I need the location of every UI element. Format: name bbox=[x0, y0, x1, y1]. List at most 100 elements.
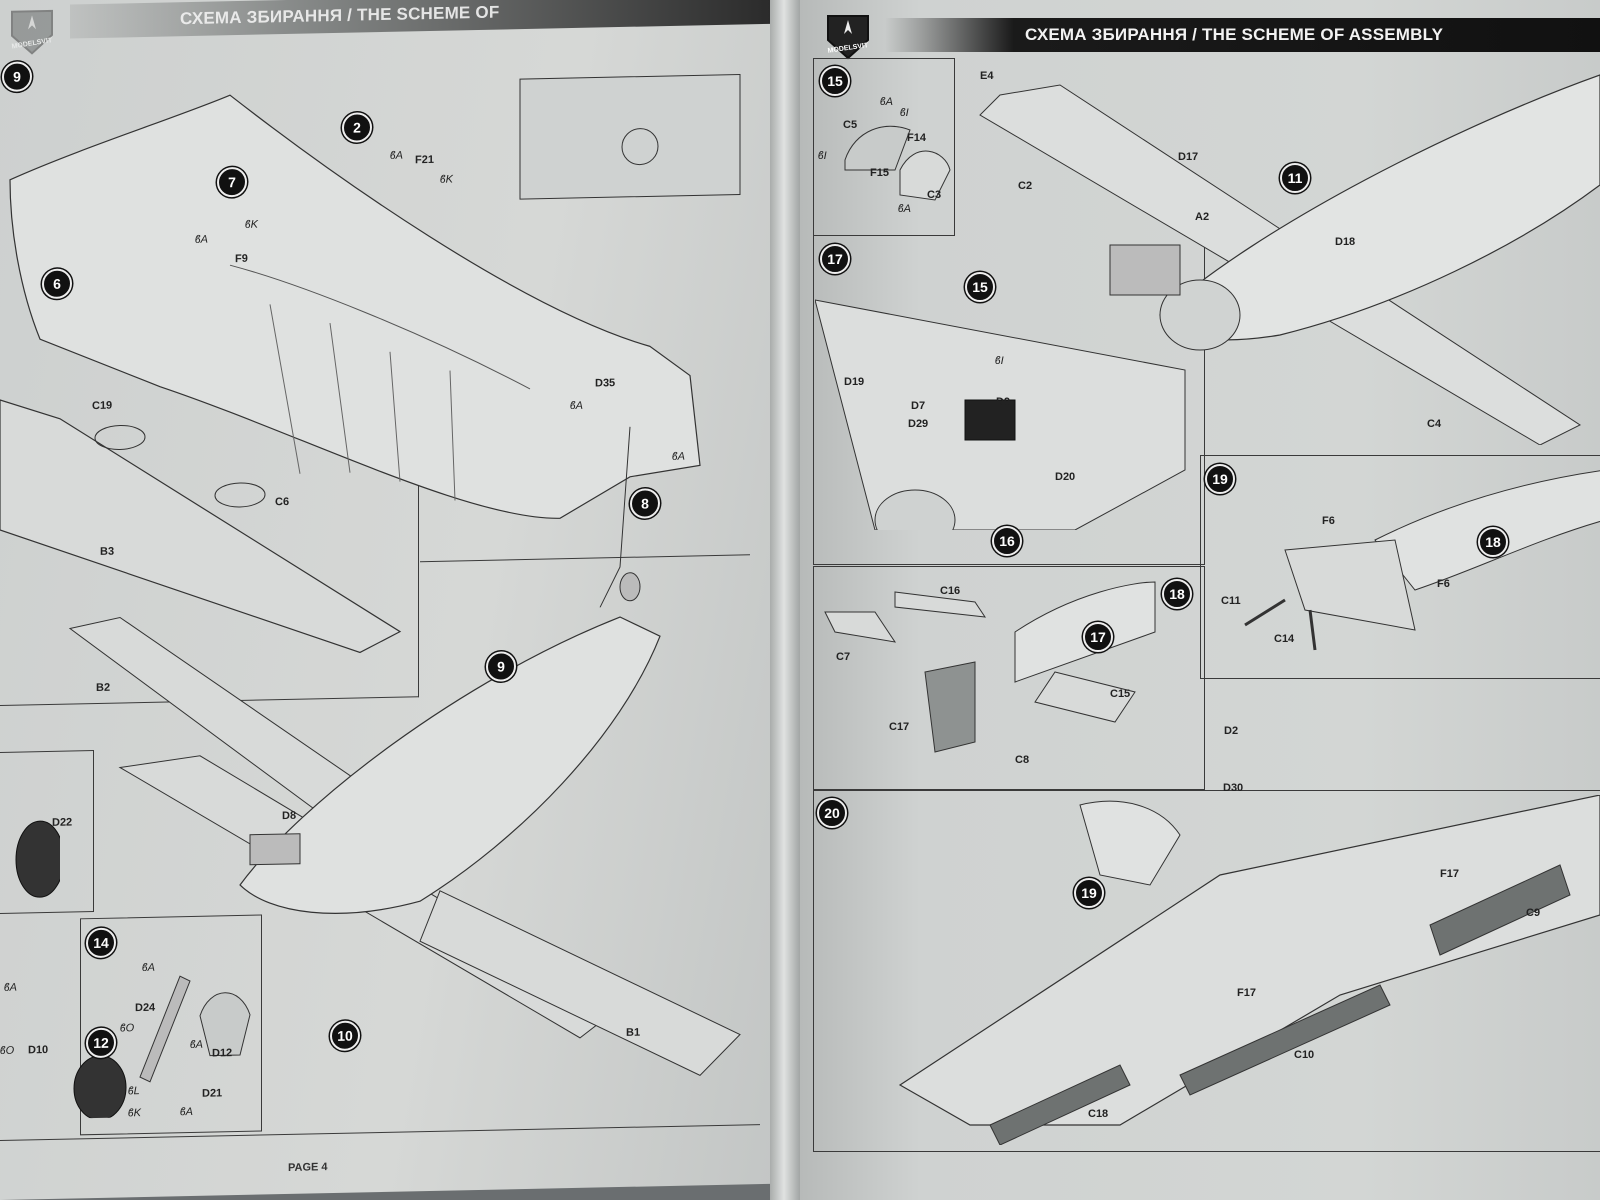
part-label: D17 bbox=[1178, 151, 1199, 163]
cowling-parts-drawing bbox=[844, 125, 951, 201]
part-label: C2 bbox=[1018, 180, 1033, 192]
paint-mark: ϐA bbox=[880, 96, 893, 108]
part-label: B1 bbox=[626, 1026, 641, 1039]
step-marker: 19 bbox=[1205, 464, 1235, 494]
part-label: F6 bbox=[1437, 578, 1450, 590]
paint-mark: ϐA bbox=[180, 1105, 193, 1119]
header-band: СХЕМА ЗБИРАННЯ / THE SCHEME OF bbox=[70, 0, 770, 39]
part-label: C6 bbox=[275, 495, 290, 509]
paint-mark: ϐK bbox=[440, 173, 453, 186]
part-label: F14 bbox=[907, 132, 926, 144]
wing-underside-drawing bbox=[815, 299, 1186, 530]
part-label: C16 bbox=[940, 585, 961, 597]
paint-mark: ϐI bbox=[818, 150, 827, 162]
part-label: B2 bbox=[96, 681, 111, 694]
part-label: E4 bbox=[980, 70, 994, 82]
paint-mark: ϐA bbox=[195, 233, 208, 246]
part-label: A2 bbox=[1195, 211, 1210, 223]
step-marker: 20 bbox=[817, 798, 847, 828]
panel-step-17 bbox=[813, 236, 1205, 565]
paint-mark: ϐA bbox=[672, 450, 685, 463]
panel-step-19 bbox=[1200, 455, 1600, 679]
part-label: D7 bbox=[911, 400, 926, 412]
panel-step-20 bbox=[813, 790, 1600, 1152]
paint-mark: ϐA bbox=[390, 149, 403, 162]
step-marker: 17 bbox=[820, 244, 850, 274]
part-label: D30 bbox=[1223, 782, 1244, 794]
part-label: D21 bbox=[202, 1087, 223, 1100]
part-label: D19 bbox=[844, 376, 865, 388]
left-page: MODELSVIT СХЕМА ЗБИРАННЯ / THE SCHEME OF bbox=[0, 0, 775, 1200]
part-label: C8 bbox=[1015, 754, 1030, 766]
part-label: F21 bbox=[415, 153, 434, 167]
fuselage-wing-drawing bbox=[979, 74, 1600, 445]
part-label: D35 bbox=[595, 377, 616, 390]
step-marker: 11 bbox=[1280, 163, 1310, 193]
step-marker: 15 bbox=[965, 272, 995, 302]
page-number: PAGE 4 bbox=[288, 1161, 328, 1174]
panel-step-18 bbox=[813, 566, 1205, 790]
part-label: C15 bbox=[1110, 688, 1131, 700]
part-label: D9 bbox=[996, 396, 1011, 408]
paint-mark: ϐA bbox=[4, 981, 17, 994]
wing-drawing bbox=[0, 399, 402, 654]
part-label: F17 bbox=[1440, 868, 1459, 880]
part-label: F15 bbox=[870, 167, 889, 179]
part-label: B3 bbox=[100, 545, 115, 558]
step-marker: 16 bbox=[992, 526, 1022, 556]
page-title: СХЕМА ЗБИРАННЯ / THE SCHEME OF ASSEMBLY bbox=[1025, 25, 1444, 44]
paint-mark: ϐK bbox=[128, 1107, 141, 1120]
part-label: C19 bbox=[92, 399, 113, 413]
step-marker: 18 bbox=[1162, 579, 1192, 609]
part-label: D24 bbox=[135, 1001, 156, 1015]
paint-mark: ϐI bbox=[995, 355, 1004, 367]
paint-mark: ϐA bbox=[190, 1038, 203, 1052]
header-band: СХЕМА ЗБИРАННЯ / THE SCHEME OF ASSEMBLY bbox=[885, 18, 1600, 52]
landing-gear-drawing bbox=[73, 975, 251, 1119]
part-label: D2 bbox=[1224, 725, 1239, 737]
part-label: C5 bbox=[843, 119, 858, 131]
page-title: СХЕМА ЗБИРАННЯ / THE SCHEME OF bbox=[180, 2, 500, 29]
paint-mark: ϐL bbox=[128, 1085, 140, 1098]
paint-mark: ϐA bbox=[570, 399, 583, 413]
part-label: C11 bbox=[1221, 595, 1241, 607]
wheel-drawing bbox=[15, 820, 60, 898]
part-label: C10 bbox=[1294, 1049, 1315, 1061]
part-label: C7 bbox=[836, 651, 851, 663]
part-label: D29 bbox=[908, 418, 929, 430]
part-label: C17 bbox=[889, 721, 910, 733]
step-marker: 17 bbox=[1083, 622, 1113, 652]
part-label: D20 bbox=[1055, 471, 1076, 483]
part-label: F17 bbox=[1237, 987, 1256, 999]
paint-mark: ϐO bbox=[0, 1044, 15, 1057]
step-marker: 15 bbox=[820, 66, 850, 96]
final-assembly-drawing bbox=[898, 795, 1600, 1145]
part-label: F9 bbox=[235, 252, 248, 266]
modelsvit-logo: MODELSVIT bbox=[822, 10, 874, 62]
modelsvit-logo: MODELSVIT bbox=[6, 5, 58, 58]
tail-assembly-drawing bbox=[1244, 470, 1600, 651]
step-marker: 19 bbox=[1074, 878, 1104, 908]
part-label: F6 bbox=[1322, 515, 1335, 527]
part-label: C18 bbox=[1088, 1108, 1109, 1120]
paint-mark: ϐO bbox=[120, 1022, 135, 1035]
part-label: D22 bbox=[52, 816, 73, 829]
part-label: C4 bbox=[1427, 418, 1442, 430]
panel-step-15 bbox=[813, 58, 955, 236]
fuselage-drawing bbox=[9, 73, 741, 608]
paint-mark: ϐA bbox=[898, 203, 911, 215]
part-label: D8 bbox=[282, 809, 297, 823]
part-label: C9 bbox=[1526, 907, 1541, 919]
paint-mark: ϐA bbox=[142, 961, 155, 975]
step-marker: 18 bbox=[1478, 527, 1508, 557]
paint-mark: ϐI bbox=[900, 107, 909, 119]
paint-mark: ϐK bbox=[245, 218, 258, 231]
right-page: MODELSVIT СХЕМА ЗБИРАННЯ / THE SCHEME OF… bbox=[800, 0, 1600, 1200]
part-label: D18 bbox=[1335, 236, 1356, 248]
part-label: D12 bbox=[212, 1047, 233, 1060]
control-surfaces-drawing bbox=[824, 581, 1156, 753]
part-label: C14 bbox=[1274, 633, 1295, 645]
aircraft-assembly-drawing bbox=[68, 616, 741, 1076]
book-gutter bbox=[770, 0, 805, 1200]
part-label: C3 bbox=[927, 189, 942, 201]
